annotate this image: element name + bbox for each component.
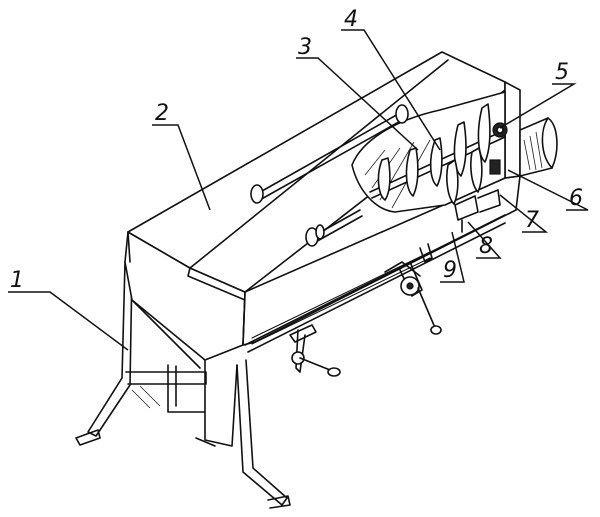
cutaway-section (351, 91, 508, 213)
callout-7: 7 (525, 208, 539, 233)
callout-9: 9 (443, 258, 457, 283)
leader-lines (8, 29, 589, 351)
lid-handles (250, 104, 409, 247)
drive-sprocket-icon (489, 159, 501, 175)
control-linkage (244, 189, 506, 377)
callout-4: 4 (344, 7, 358, 32)
callout-3: 3 (298, 35, 312, 60)
callout-labels: 1 2 3 4 5 6 7 8 9 (10, 7, 583, 293)
shading-hatch (131, 131, 543, 409)
callout-6: 6 (569, 186, 583, 211)
callout-2: 2 (155, 101, 169, 126)
callout-1: 1 (10, 268, 24, 293)
agitator-blades (377, 103, 491, 205)
callout-5: 5 (555, 60, 569, 85)
callout-8: 8 (479, 234, 493, 259)
hopper-body (124, 51, 521, 361)
